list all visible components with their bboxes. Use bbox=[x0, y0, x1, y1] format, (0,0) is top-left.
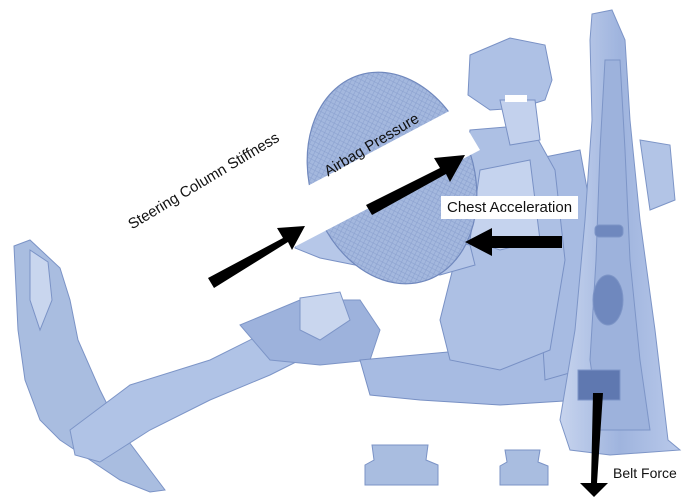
floor-bracket-left bbox=[365, 445, 438, 485]
floor-bracket-right bbox=[500, 450, 548, 485]
dummy-legs bbox=[70, 292, 380, 462]
belt-force-label: Belt Force bbox=[613, 465, 677, 481]
chest-acceleration-label: Chest Acceleration bbox=[441, 196, 578, 219]
